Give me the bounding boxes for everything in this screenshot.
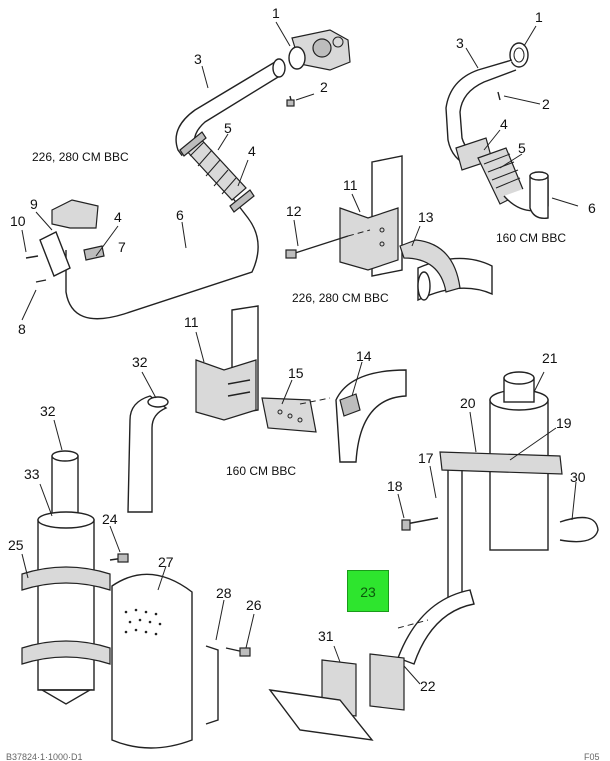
callout-3: 3 <box>194 51 202 67</box>
callout-27: 27 <box>158 554 174 570</box>
callout-17: 17 <box>418 450 434 466</box>
footer-code: B37824·1·1000·D1 <box>6 752 83 761</box>
callout-3: 3 <box>456 35 464 51</box>
callout-1: 1 <box>535 9 543 25</box>
callout-30: 30 <box>570 469 586 485</box>
callout-4: 4 <box>114 209 122 225</box>
callout-22: 22 <box>420 678 436 694</box>
callout-2: 2 <box>320 79 328 95</box>
callout-24: 24 <box>102 511 118 527</box>
callout-6: 6 <box>588 200 596 216</box>
callout-4: 4 <box>248 143 256 159</box>
caption-top-right: 160 CM BBC <box>496 231 567 245</box>
callout-25: 25 <box>8 537 24 553</box>
callout-13: 13 <box>418 209 434 225</box>
middle-bracket-assembly <box>285 155 493 302</box>
callout-14: 14 <box>356 348 372 364</box>
callout-18: 18 <box>387 478 403 494</box>
callout-9: 9 <box>30 196 38 212</box>
callout-5: 5 <box>224 120 232 136</box>
callout-11: 11 <box>184 314 199 330</box>
callout-33: 33 <box>24 466 40 482</box>
callout-5: 5 <box>518 140 526 156</box>
callout-20: 20 <box>460 395 476 411</box>
callout-23-label: 23 <box>360 584 376 600</box>
callout-32: 32 <box>40 403 56 419</box>
callout-12: 12 <box>286 203 302 219</box>
callout-21: 21 <box>542 350 558 366</box>
footer-ref: F05 <box>584 752 600 761</box>
caption-lower: 160 CM BBC <box>226 464 297 478</box>
callout-10: 10 <box>10 213 26 229</box>
callout-7: 7 <box>118 239 126 255</box>
callout-26: 26 <box>246 597 262 613</box>
callout-11: 11 <box>343 177 358 193</box>
callout-32: 32 <box>132 354 148 370</box>
callout-31: 31 <box>318 628 334 644</box>
callout-23-highlight[interactable]: 23 <box>347 570 389 612</box>
horizontal-muffler-assembly <box>268 371 599 741</box>
callout-15: 15 <box>288 365 304 381</box>
callout-1: 1 <box>272 5 280 21</box>
caption-top-left: 226, 280 CM BBC <box>32 150 129 164</box>
top-right-exhaust-assembly <box>445 42 549 219</box>
callout-8: 8 <box>18 321 26 337</box>
leader-lines <box>21 21 579 685</box>
caption-middle: 226, 280 CM BBC <box>292 291 389 305</box>
callout-6: 6 <box>176 207 184 223</box>
callout-19: 19 <box>556 415 572 431</box>
callout-28: 28 <box>216 585 232 601</box>
callout-2: 2 <box>542 96 550 112</box>
lower-bracket-assembly <box>127 305 407 513</box>
callout-4: 4 <box>500 116 508 132</box>
vertical-muffler-assembly <box>21 450 251 749</box>
top-left-exhaust-assembly <box>25 29 351 320</box>
